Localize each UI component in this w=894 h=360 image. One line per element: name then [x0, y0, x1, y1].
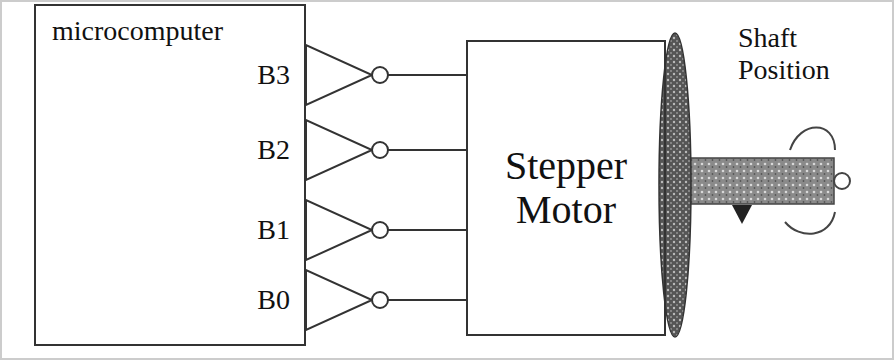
pin-name: B3: [257, 61, 290, 89]
inverter-symbol: [306, 270, 388, 330]
inverter-symbol: [306, 45, 388, 105]
motor-label: Stepper Motor: [478, 144, 654, 232]
rotor-disk: [659, 33, 691, 337]
motor-box: Stepper Motor: [466, 40, 666, 336]
shaft: [682, 158, 834, 204]
direction-arrowhead: [732, 205, 752, 224]
rotation-arrow: [785, 128, 835, 234]
shaft-end: [834, 173, 850, 189]
rotation-curve-bottom: [785, 212, 835, 234]
rotation-curve-top: [790, 128, 835, 151]
pin-name: B2: [257, 136, 290, 164]
device-label: microcomputer: [52, 16, 304, 47]
pin-name: B1: [257, 216, 290, 244]
inverter-symbol: [306, 200, 388, 260]
inverter-symbols: [306, 45, 388, 330]
inverter-symbol: [306, 120, 388, 180]
pin-name: B0: [257, 286, 290, 314]
shaft-position-label: Shaft Position: [738, 22, 868, 86]
